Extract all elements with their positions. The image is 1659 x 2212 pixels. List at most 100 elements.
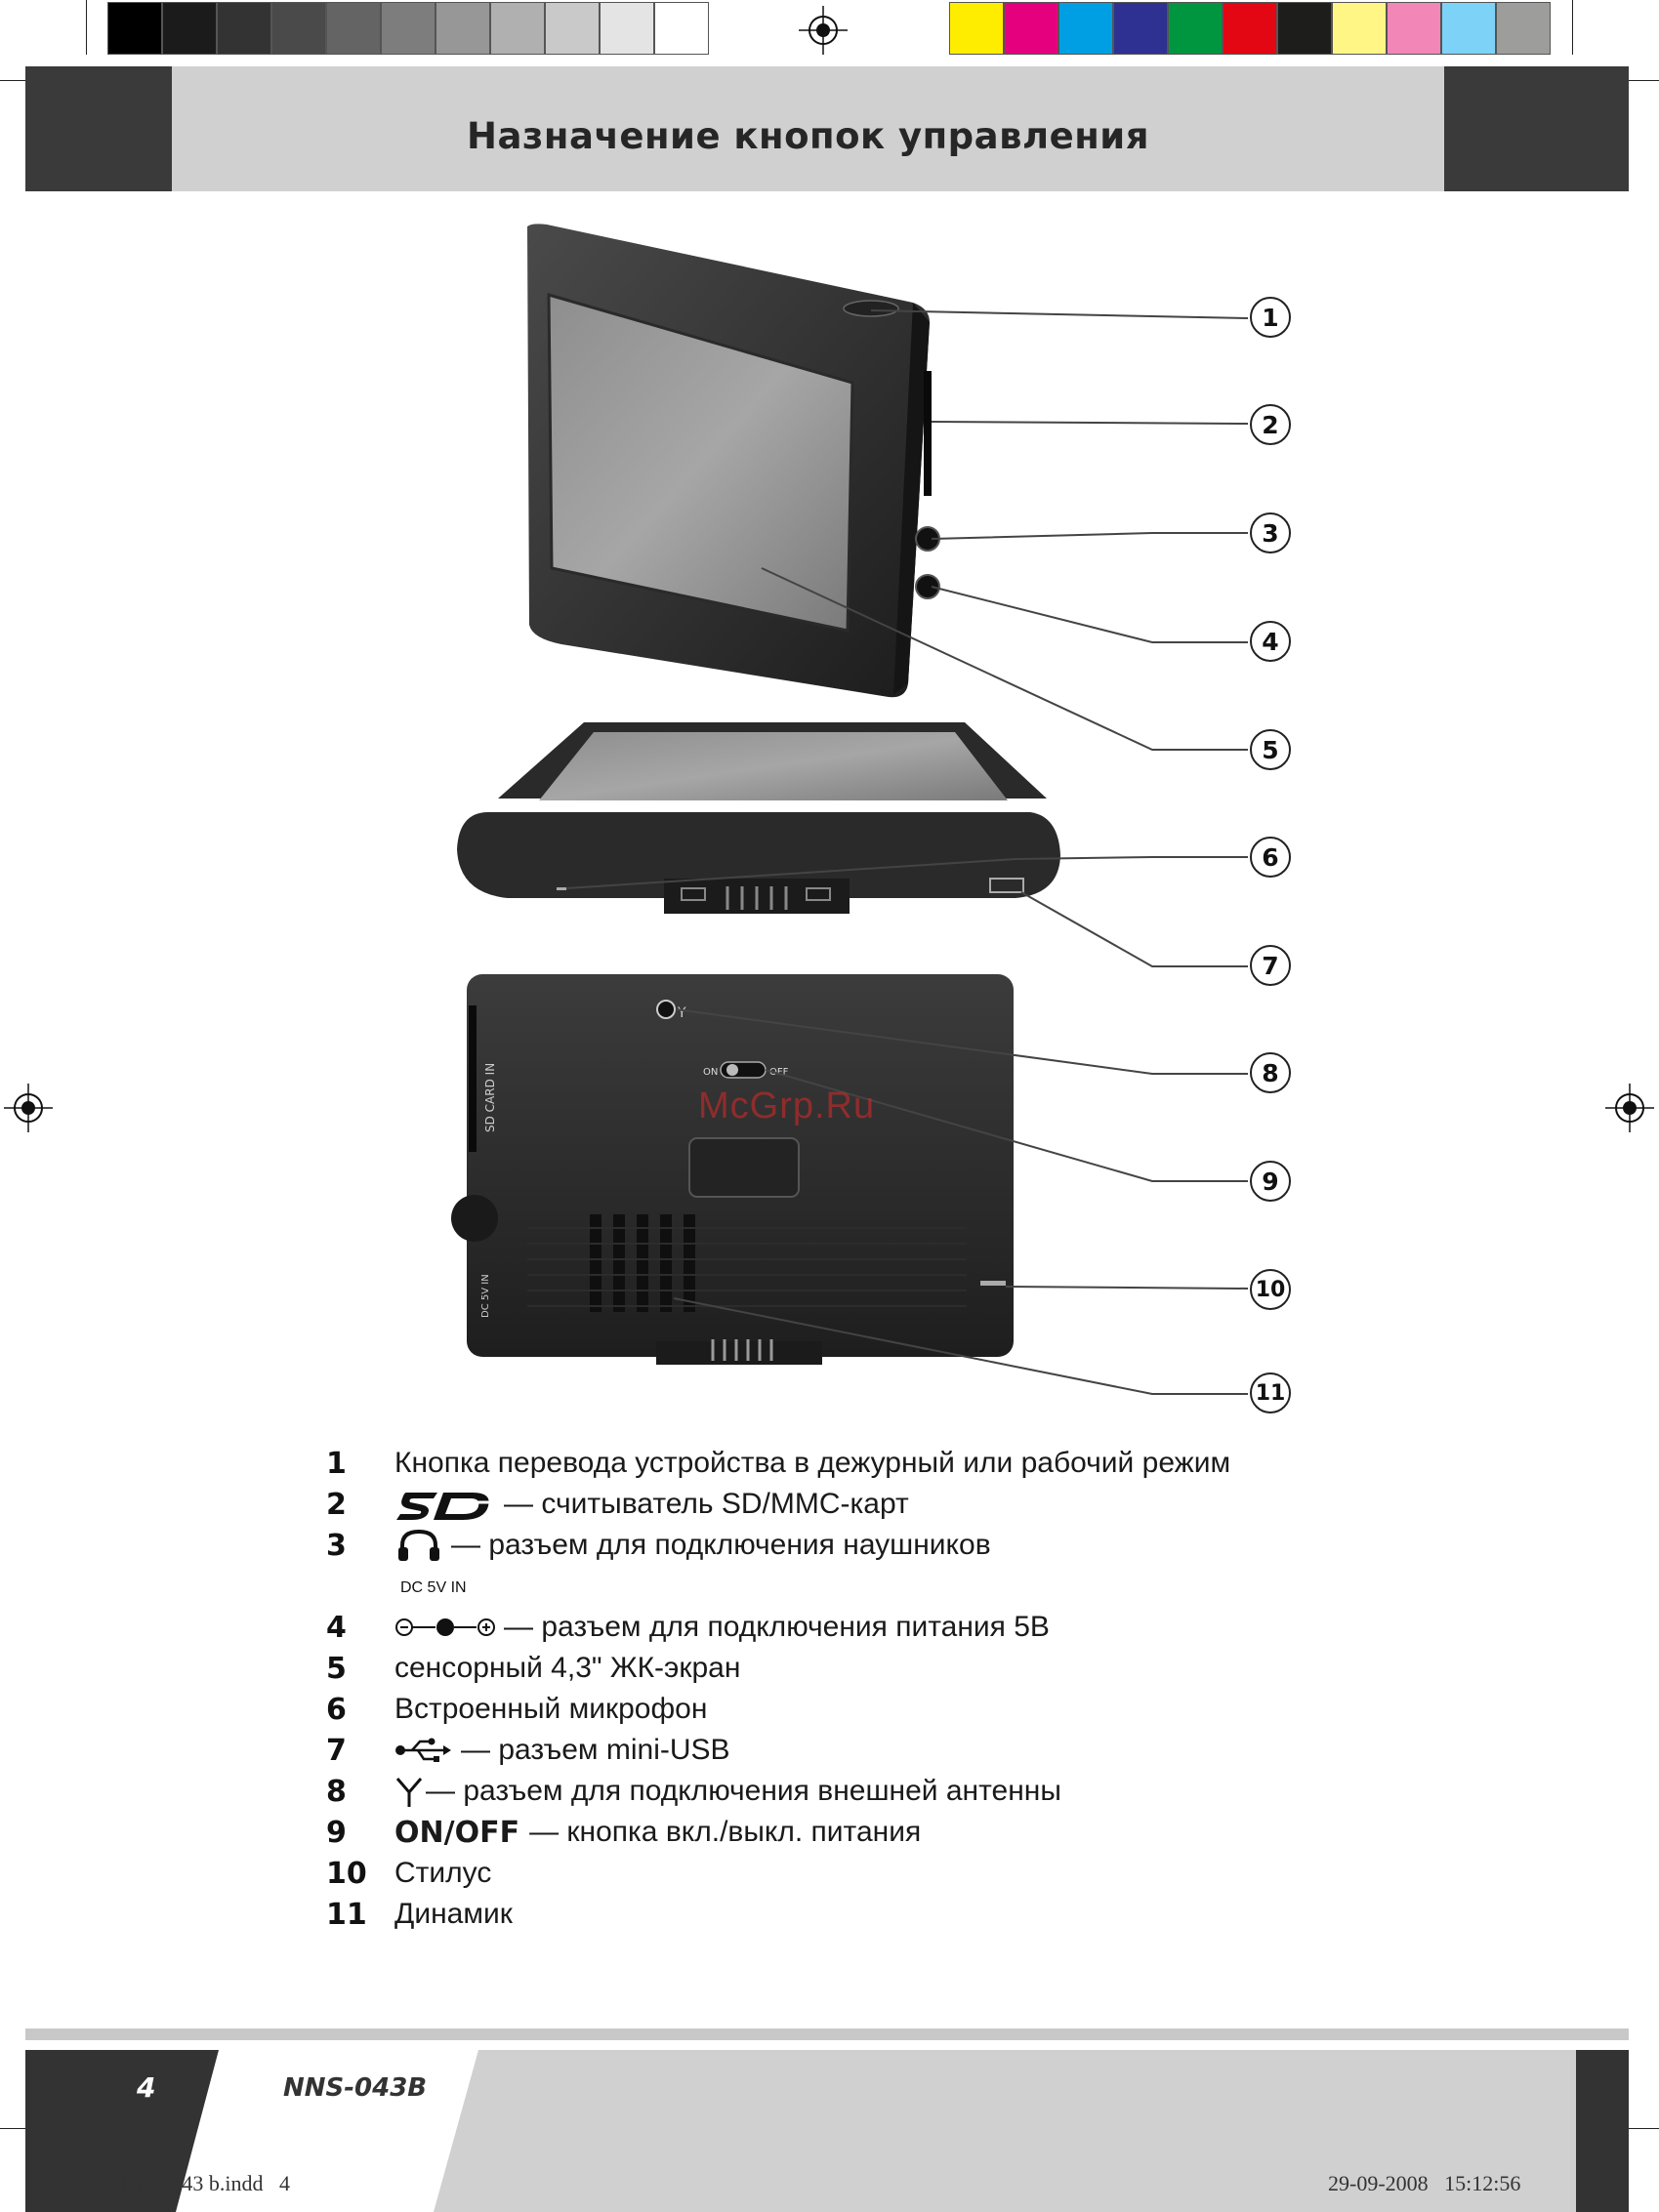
legend-text: сенсорный 4,3" ЖК-экран [394,1652,741,1684]
antenna-jack [656,1000,676,1019]
sd-card-label: SD CARD IN [483,1063,497,1132]
gray-swatch [654,2,709,55]
legend-text: — считыватель SD/MMC-карт [504,1488,909,1520]
registration-mark-icon [4,1084,53,1132]
color-swatch [1004,2,1058,55]
legend-number: 6 [326,1692,347,1727]
dc-jack [915,574,940,599]
registration-mark-icon [1605,1084,1654,1132]
callout-3: 3 [1250,512,1291,553]
stylus [980,1281,1006,1286]
dc-in-caption: DC 5V IN [400,1579,467,1596]
legend-item: 2 — считыватель SD/MMC-карт [326,1485,909,1524]
gray-swatch [545,2,600,55]
color-swatch [949,2,1004,55]
watermark: McGrp.Ru [698,1086,876,1126]
page-title: Назначение кнопок управления [467,115,1149,157]
switch-off-label: OFF [769,1067,789,1078]
legend-content: — разъем mini-USB [394,1734,730,1767]
legend-number: 5 [326,1651,347,1686]
color-swatch [1277,2,1332,55]
device-illustration: Y ON OFF SD CARD IN DC 5V IN [451,224,1249,1395]
legend-item: 8 — разъем для подключения внешней антен… [326,1772,1061,1811]
gray-swatch [217,2,271,55]
power-button [843,300,899,317]
color-swatch [1113,2,1168,55]
speaker-grille [590,1214,695,1312]
legend-number: 3 [326,1528,347,1563]
headphones-icon [398,1529,439,1561]
color-bar [949,0,1551,57]
footer-band [25,2050,1629,2212]
legend-number: 4 [326,1610,347,1645]
slug-file: NNS-043 b.indd 4 [121,2171,290,2195]
dc-in-label: DC 5V IN [480,1274,491,1318]
gray-swatch [490,2,545,55]
gray-swatch [600,2,654,55]
color-swatch [1332,2,1387,55]
legend-number: 10 [326,1856,367,1891]
legend-item: 3 — разъем для подключения наушников [326,1526,991,1565]
color-swatch [1223,2,1277,55]
gray-swatch [162,2,217,55]
callout-11: 11 [1250,1372,1291,1413]
callout-2: 2 [1250,404,1291,445]
switch-on-label: ON [703,1067,718,1078]
gray-swatch [326,2,381,55]
color-swatch [1387,2,1441,55]
model-name: NNS-043B [283,2073,428,2103]
antenna-icon [395,1778,423,1807]
legend-bold: ON/OFF [394,1815,520,1850]
legend-number: 7 [326,1733,347,1768]
legend-content: — разъем для подключения наушников [394,1528,991,1563]
callout-1: 1 [1250,297,1291,338]
legend-text: — разъем mini-USB [461,1734,730,1766]
callout-5: 5 [1250,729,1291,770]
legend-item: 10 Стилус [326,1854,491,1893]
device-back-view: Y ON OFF SD CARD IN DC 5V IN [451,974,1014,1365]
grayscale-bar [107,0,709,57]
dc-polarity-icon [395,1618,495,1636]
microphone-hole [557,887,566,890]
device-front-view [527,224,940,698]
legend-number: 9 [326,1815,347,1850]
legend-content: ON/OFF — кнопка вкл./выкл. питания [394,1816,921,1850]
legend-number: 2 [326,1487,347,1522]
antenna-mark: Y [677,1005,686,1021]
header-corner-right [1444,66,1629,191]
color-swatch [1058,2,1113,55]
device-bottom-view [457,722,1060,914]
callout-6: 6 [1250,837,1291,878]
gray-swatch [271,2,326,55]
legend-item: 1 Кнопка перевода устройства в дежурный … [326,1444,1230,1483]
crop-mark [1600,2128,1659,2129]
legend-text: — разъем для подключения наушников [451,1529,991,1561]
legend-text: — кнопка вкл./выкл. питания [529,1816,922,1848]
header-corner-left [25,66,172,191]
footer-rule [25,2028,1629,2040]
legend-content: — разъем для подключения питания 5В [394,1611,1050,1644]
sd-slot [924,371,932,496]
legend-item: 4 — разъем для подключения питания 5В [326,1608,1050,1647]
legend-text: Динамик [394,1898,513,1930]
callout-4: 4 [1250,621,1291,662]
callout-10: 10 [1250,1269,1291,1310]
page-number: 4 [137,2071,156,2104]
legend-content: — считыватель SD/MMC-карт [394,1487,909,1522]
registration-mark-icon [799,6,848,55]
legend-item: 7 — разъем mini-USB [326,1731,730,1770]
sd-logo-icon [396,1493,490,1520]
color-swatch [1441,2,1496,55]
legend-number: 11 [326,1897,367,1932]
legend-text: Встроенный микрофон [394,1693,708,1725]
legend-item: 6 Встроенный микрофон [326,1690,707,1729]
usb-icon [395,1738,451,1762]
crop-mark [1600,80,1659,81]
crop-mark [86,0,87,55]
back-panel-pad [688,1137,800,1198]
legend-text: — разъем для подключения внешней антенны [426,1775,1061,1807]
legend-number: 1 [326,1446,347,1481]
callout-9: 9 [1250,1161,1291,1202]
legend-number: 8 [326,1774,347,1809]
header-band [172,66,1444,191]
